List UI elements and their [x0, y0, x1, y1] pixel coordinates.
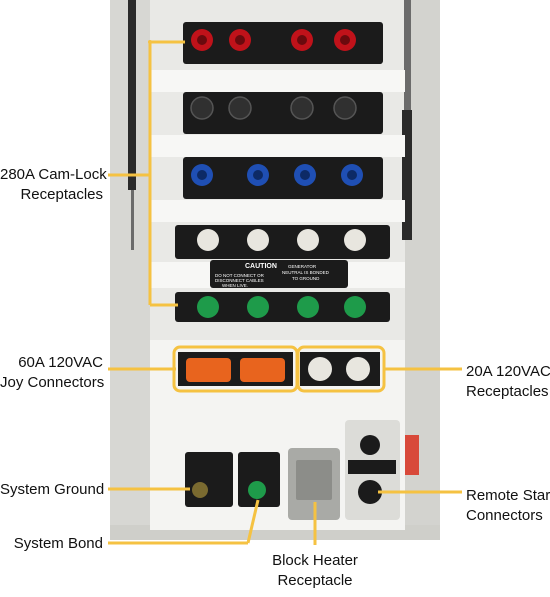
svg-text:WHEN LIVE.: WHEN LIVE. [222, 283, 248, 288]
l3-plate [183, 157, 383, 199]
shelf-step [150, 135, 405, 157]
l1-connectors [191, 29, 356, 51]
block-heater-cover [296, 460, 332, 500]
right-gas-strut-body [402, 110, 412, 240]
twist-lock-receptacle [308, 357, 332, 381]
black-connector [333, 96, 357, 120]
left-gas-strut-rod [131, 190, 134, 250]
orange-joy-connector [240, 358, 285, 382]
green-connector [297, 296, 319, 318]
svg-text:DISCONNECT CABLES: DISCONNECT CABLES [215, 278, 264, 283]
bond-connector [248, 481, 266, 499]
ground-stud [192, 482, 208, 498]
caution-left-text: DO NOT CONNECT OR [215, 273, 265, 278]
callout-system-bond: System Bond [13, 535, 103, 552]
caution-title: CAUTION [245, 263, 277, 270]
remote-start-connector-top [360, 435, 380, 455]
black-connector [290, 96, 314, 120]
white-connector [297, 229, 319, 251]
ground-connectors [197, 296, 366, 318]
cam-lock-bracket [108, 40, 185, 307]
l3-connectors [191, 164, 363, 186]
svg-text:NEUTRAL IS BONDED: NEUTRAL IS BONDED [282, 270, 330, 275]
svg-text:TO GROUND: TO GROUND [292, 276, 320, 281]
white-connector [344, 229, 366, 251]
twist-lock-receptacle [346, 357, 370, 381]
callout-joy-connectors: 60A 120VAC Joy Connectors [0, 354, 105, 391]
black-connector [190, 96, 214, 120]
leader-lines [108, 40, 462, 545]
callout-cam-lock: 280A Cam-Lock Receptacles [0, 166, 107, 203]
callout-remote-start: Remote Start Connectors [466, 487, 550, 524]
white-connector [197, 229, 219, 251]
orange-joy-connector [186, 358, 231, 382]
l2-connectors [190, 96, 357, 120]
callout-block-heater: Block Heater Receptacle [272, 552, 358, 589]
neutral-plate [175, 225, 390, 259]
green-connector [344, 296, 366, 318]
ground-plate [175, 292, 390, 322]
callout-20a-receptacles: 20A 120VAC Receptacles [466, 363, 550, 400]
system-bond-riser [246, 499, 260, 544]
white-connector [247, 229, 269, 251]
green-connector [247, 296, 269, 318]
black-connector [228, 96, 252, 120]
left-gas-strut [128, 0, 136, 190]
caution-right-text: GENERATOR [288, 264, 317, 269]
remote-start-plate [348, 460, 396, 474]
caution-plate [210, 260, 348, 288]
shelf-step [150, 200, 405, 222]
warning-sticker [405, 435, 419, 475]
remote-start-connector-bottom [358, 480, 382, 504]
callout-system-ground: System Ground [0, 481, 105, 498]
neutral-connectors [197, 229, 366, 251]
shelf-step [150, 70, 405, 92]
system-ground-plate [185, 452, 233, 507]
system-bond-plate [238, 452, 280, 507]
green-connector [197, 296, 219, 318]
right-gas-strut [404, 0, 411, 110]
